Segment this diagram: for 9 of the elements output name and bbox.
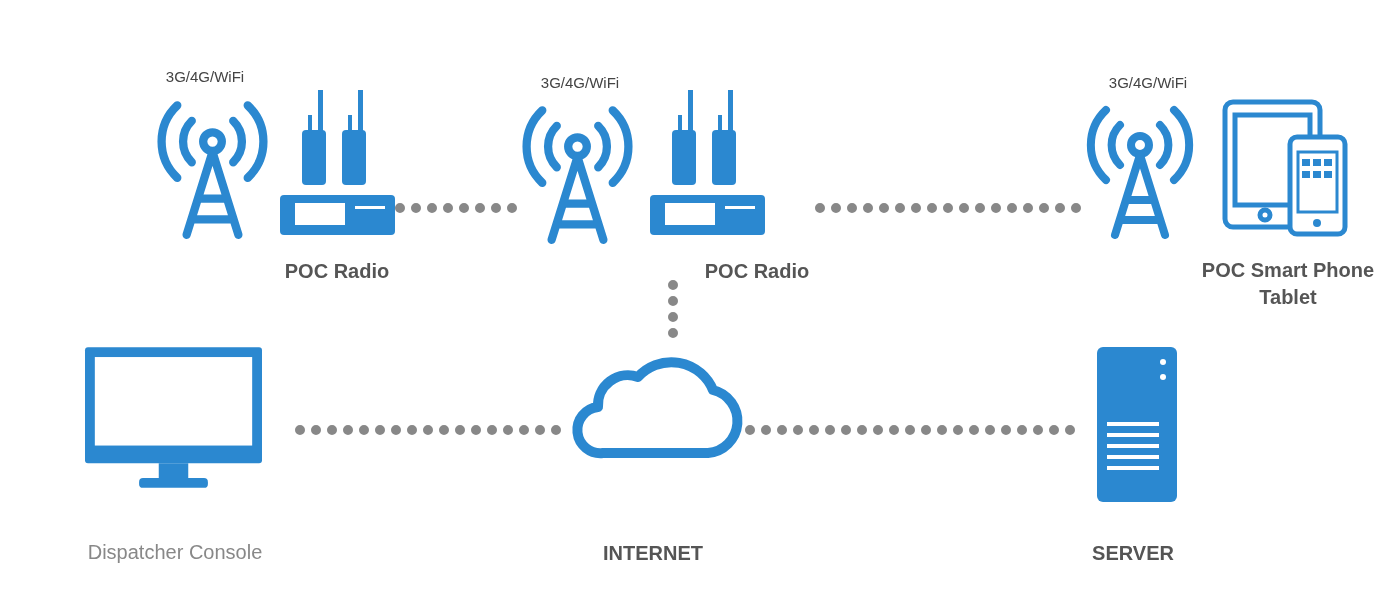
device-label: POC Radio	[704, 259, 810, 284]
network-label: 3G/4G/WiFi	[165, 68, 245, 85]
network-label: 3G/4G/WiFi	[540, 74, 620, 91]
device-label: POC Smart Phone Tablet	[1200, 258, 1376, 310]
device-label: Dispatcher Console	[87, 540, 263, 565]
network-label: 3G/4G/WiFi	[1108, 74, 1188, 91]
device-label: SERVER	[1092, 541, 1174, 566]
device-label: POC Radio	[284, 259, 390, 284]
device-label: INTERNET	[603, 541, 703, 566]
